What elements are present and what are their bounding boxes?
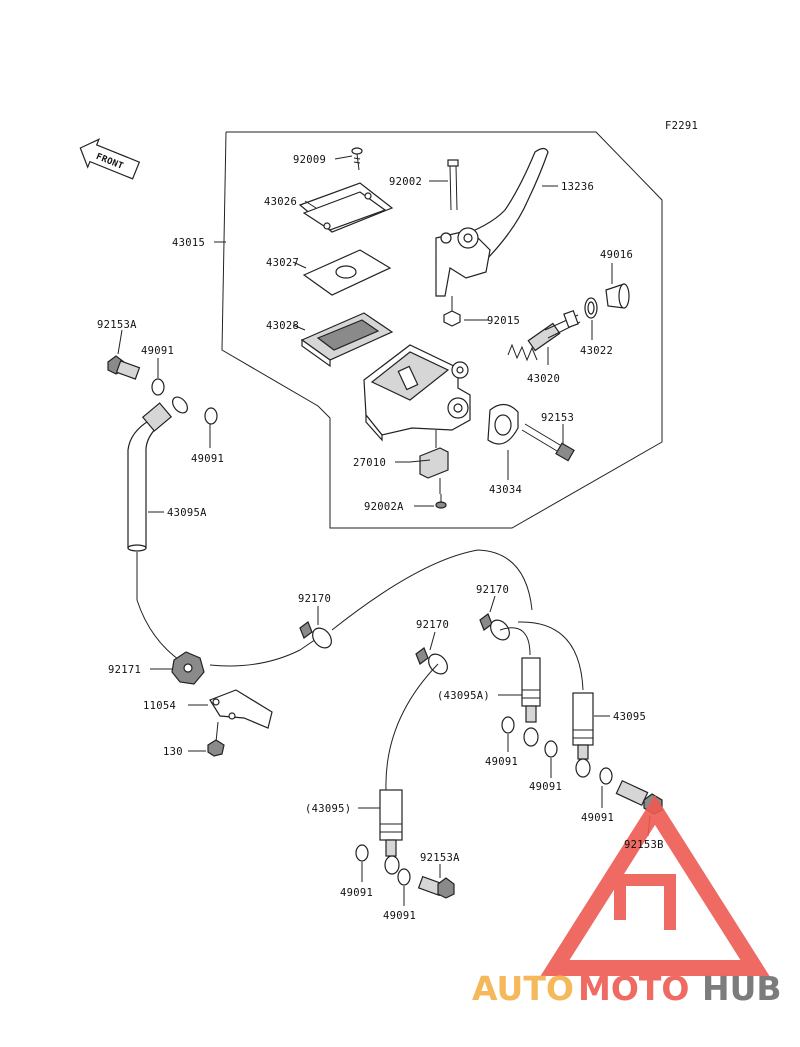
part-labels: 92009 43026 43015 43027 43028 92002 1323… — [97, 154, 664, 922]
label-92002a: 92002A — [364, 501, 404, 513]
brake-lever — [435, 147, 549, 297]
watermark-moto: MOTO — [578, 969, 689, 1008]
label-92153a-top: 92153A — [97, 319, 137, 331]
clamp-43034 — [487, 403, 519, 445]
label-43095a: 43095A — [167, 507, 207, 519]
label-49091-m1: 49091 — [485, 756, 518, 768]
label-43015: 43015 — [172, 237, 205, 249]
assembly-outline — [221, 131, 663, 529]
hose-segment-43095a-paren — [521, 657, 541, 747]
brake-switch — [409, 430, 449, 494]
label-43028: 43028 — [266, 320, 299, 332]
hose-joint-92171 — [171, 651, 205, 685]
label-43027: 43027 — [266, 257, 299, 269]
label-92170-c: 92170 — [416, 619, 449, 631]
grommet-92170-a — [299, 621, 332, 649]
label-43095: 43095 — [613, 711, 646, 723]
washer-mid-3 — [599, 767, 613, 785]
bolt-92153 — [521, 423, 575, 462]
label-49091-top2: 49091 — [191, 453, 224, 465]
label-43026: 43026 — [264, 196, 297, 208]
watermark-auto: AUTO — [472, 969, 574, 1008]
label-43022: 43022 — [580, 345, 613, 357]
bolt-130 — [207, 721, 225, 757]
label-49016: 49016 — [600, 249, 633, 261]
piston-assembly — [507, 309, 581, 362]
hose-43095a — [127, 396, 188, 552]
watermark-hub: HUB — [702, 969, 782, 1008]
label-43020: 43020 — [527, 373, 560, 385]
label-43095a-paren: (43095A) — [437, 690, 490, 702]
screw-92009 — [351, 147, 363, 171]
grommet-92170-c — [415, 647, 448, 675]
washer-top-2 — [204, 407, 218, 425]
banjo-bolt-top — [107, 355, 141, 380]
label-92009: 92009 — [293, 154, 326, 166]
diaphragm — [300, 312, 394, 368]
label-43095-paren: (43095) — [305, 803, 351, 815]
banjo-bolt-bottom — [417, 875, 455, 899]
reservoir-cap — [298, 182, 394, 233]
label-49091-top1: 49091 — [141, 345, 174, 357]
label-11054: 11054 — [143, 700, 176, 712]
label-92015: 92015 — [487, 315, 520, 327]
master-cylinder-body — [363, 344, 471, 442]
watermark-triangle-icon — [540, 795, 770, 976]
hose-segment-43095 — [572, 692, 594, 778]
leader-lines — [117, 155, 651, 906]
retaining-ring — [584, 297, 598, 319]
label-13236: 13236 — [561, 181, 594, 193]
nut-92015 — [443, 296, 461, 327]
label-43034: 43034 — [489, 484, 522, 496]
hose-line-4 — [331, 549, 533, 631]
watermark-logo: AUTO MOTO HUB — [472, 795, 782, 1008]
washer-mid-2 — [544, 740, 558, 758]
figure-code: F2291 — [665, 120, 698, 132]
washer-bottom-1 — [355, 844, 369, 862]
label-92153a-bottom: 92153A — [420, 852, 460, 864]
diaphragm-plate — [302, 249, 392, 296]
dust-boot — [605, 283, 630, 309]
label-27010: 27010 — [353, 457, 386, 469]
label-49091-m3: 49091 — [581, 812, 614, 824]
label-92153b: 92153B — [624, 839, 664, 851]
hose-line-2 — [136, 599, 183, 663]
washer-mid-1 — [501, 716, 515, 734]
label-130: 130 — [163, 746, 183, 758]
bracket-11054 — [209, 689, 273, 729]
hose-line-5 — [499, 627, 531, 656]
label-49091-b1: 49091 — [340, 887, 373, 899]
screw-92002a — [435, 494, 447, 509]
washer-bottom-2 — [397, 868, 411, 886]
label-92171: 92171 — [108, 664, 141, 676]
label-92170-a: 92170 — [298, 593, 331, 605]
grommet-92170-b — [479, 613, 510, 641]
label-92153: 92153 — [541, 412, 574, 424]
hose-line-3 — [209, 634, 323, 667]
label-49091-m2: 49091 — [529, 781, 562, 793]
pivot-bolt — [447, 159, 459, 211]
hose-line-6 — [517, 621, 584, 691]
front-arrow-icon: FRONT — [79, 138, 141, 180]
label-92170-b: 92170 — [476, 584, 509, 596]
hose-line-7 — [385, 663, 439, 791]
washer-top-1 — [151, 378, 165, 396]
label-92002: 92002 — [389, 176, 422, 188]
label-49091-b2: 49091 — [383, 910, 416, 922]
hose-segment-43095-paren — [379, 789, 403, 875]
